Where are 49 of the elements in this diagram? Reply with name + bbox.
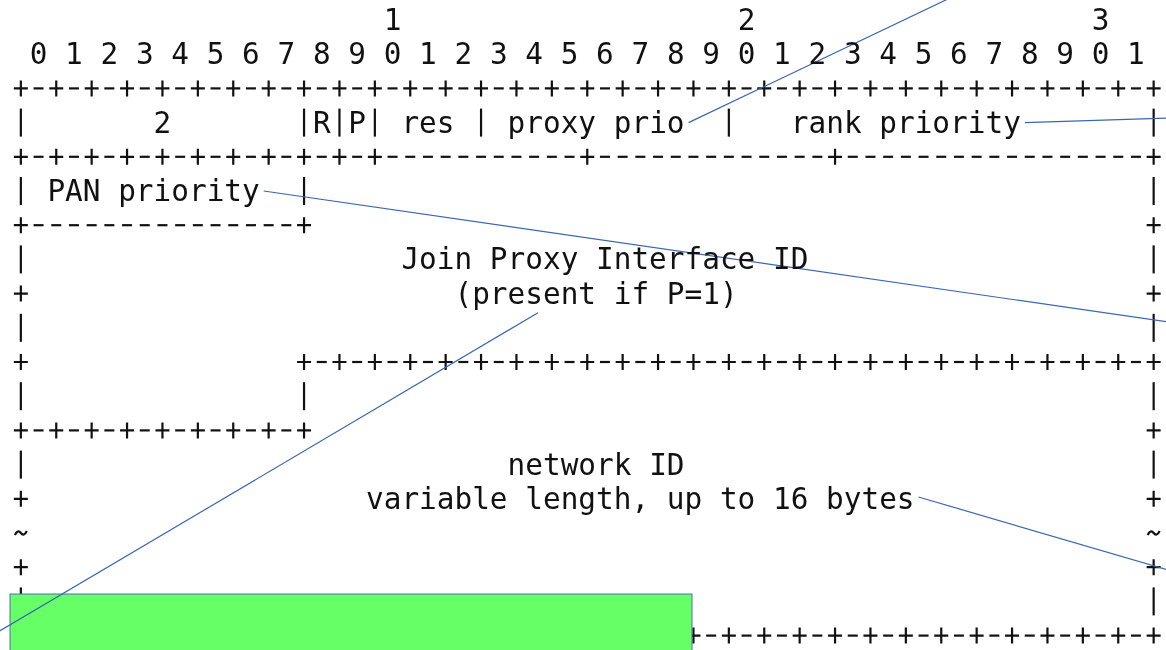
bit-number: 7: [631, 37, 650, 72]
bit-number: 3: [489, 37, 508, 72]
bit-number: 5: [914, 37, 933, 72]
bit-number: 8: [1020, 37, 1039, 72]
bit-decade-number: 1: [383, 3, 402, 37]
bit-number: 6: [950, 37, 968, 72]
bit-number: 9: [1056, 37, 1074, 72]
leader-line: [263, 190, 1166, 323]
bit-number: 2: [100, 37, 119, 72]
field-text: 2: [153, 105, 172, 140]
bit-number: 3: [843, 37, 862, 72]
leader-line: [917, 496, 1166, 571]
field-text: Join Proxy Interface ID: [401, 242, 809, 277]
bit-number: 0: [1091, 37, 1110, 72]
leader-line: [1024, 117, 1166, 124]
bit-decade-number: 2: [737, 3, 756, 37]
field-text: P: [348, 105, 366, 140]
field-text: rank priority: [790, 105, 1021, 140]
field-text: variable length, up to 16 bytes: [366, 481, 915, 516]
bit-number: 1: [65, 37, 83, 72]
bit-number: 1: [773, 37, 791, 72]
bit-number: 9: [702, 37, 720, 72]
bit-number: 4: [879, 37, 897, 72]
bit-number: 6: [596, 37, 614, 72]
bit-number: 7: [277, 37, 296, 72]
bit-number: 5: [560, 37, 579, 72]
leader-line: [0, 312, 539, 633]
bit-number: 1: [1127, 37, 1145, 72]
field-text: network ID: [507, 447, 685, 482]
bit-number: 3: [135, 37, 154, 72]
bit-number: 1: [419, 37, 437, 72]
field-text: (present if P=1): [454, 276, 738, 311]
bit-decade-number: 3: [1091, 3, 1110, 37]
bit-number: 2: [454, 37, 473, 72]
bit-number: 9: [348, 37, 366, 72]
bit-number: 6: [242, 37, 260, 72]
bit-number: 4: [171, 37, 189, 72]
field-text: R: [312, 105, 331, 140]
bit-number: 5: [206, 37, 225, 72]
bit-number: 8: [666, 37, 685, 72]
bit-number: 8: [312, 37, 331, 72]
bit-number: 0: [737, 37, 756, 72]
field-text: PAN priority: [47, 173, 260, 209]
field-text: proxy prio: [507, 105, 685, 140]
bit-number: 0: [29, 37, 48, 72]
field-text: res: [401, 105, 455, 140]
bit-number: 0: [383, 37, 402, 72]
bit-number: 7: [985, 37, 1004, 72]
bit-number: 4: [525, 37, 543, 72]
